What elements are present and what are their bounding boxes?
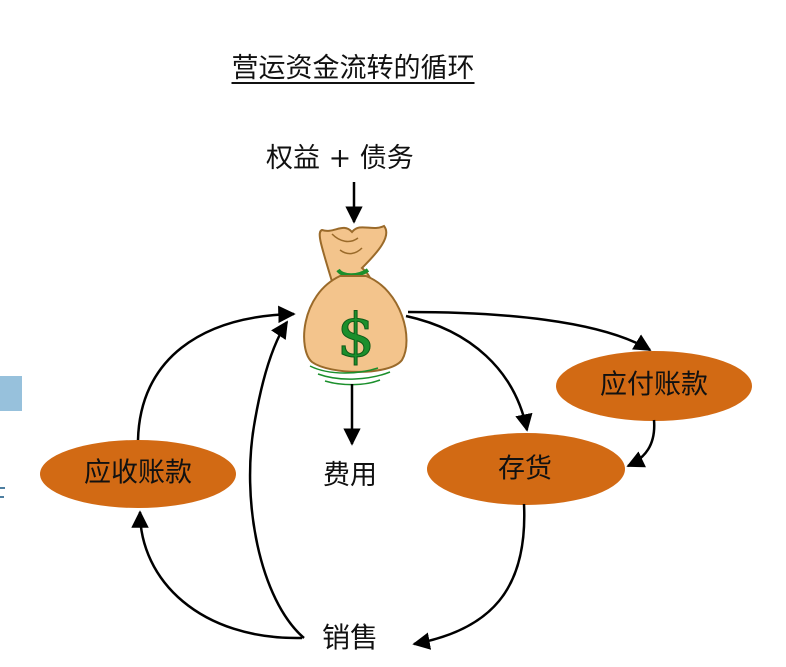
arrow-payable-to-inventory [626, 419, 656, 468]
equity-debt-label: 权益 + 债务 [266, 143, 414, 174]
inventory-oval [427, 433, 625, 505]
payable-label: 应付账款 [600, 369, 708, 401]
dollar-symbol: $ [337, 301, 375, 371]
edge-accent-marks [0, 480, 6, 520]
diagram-title: 营运资金流转的循环 [231, 53, 475, 84]
receivable-label: 应收账款 [84, 457, 192, 489]
arrow-bag-to-inventory [405, 314, 533, 432]
arrow-bag-to-payable [407, 310, 652, 352]
inventory-label: 存货 [498, 453, 552, 485]
arrow-receivable-to-bag [136, 305, 296, 441]
arrow-inventory-to-sales [412, 503, 526, 650]
expense-label: 费用 [323, 460, 377, 491]
payable-oval [556, 351, 752, 421]
arrow-sales-to-receivable [131, 510, 303, 640]
edge-accent-block [0, 376, 22, 411]
arrow-sales-to-bag [248, 320, 305, 639]
money-bag-icon: $ [303, 224, 408, 386]
receivable-oval [40, 440, 236, 508]
sales-label: 销售 [322, 621, 379, 654]
